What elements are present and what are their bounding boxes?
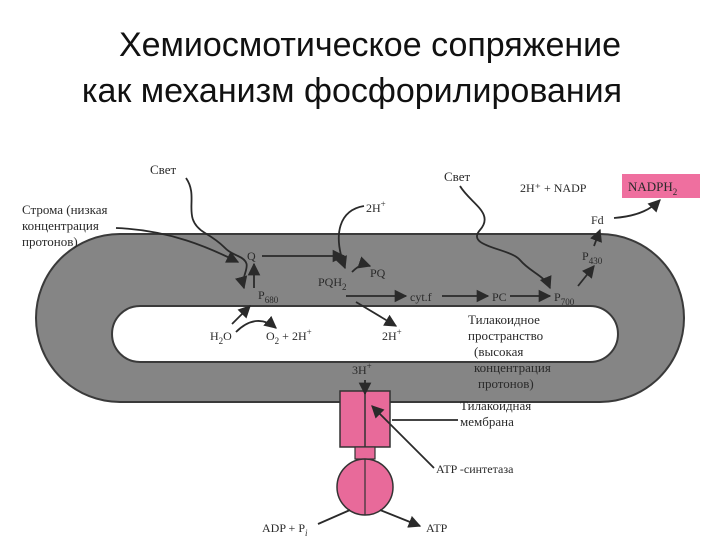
title-line-1: Хемиосмотическое сопряжение bbox=[118, 26, 622, 64]
h-lumen-label: 2H+ bbox=[382, 327, 402, 343]
pqh2-label: PQH2 bbox=[318, 275, 347, 292]
h-uptake-arrow bbox=[335, 205, 365, 270]
title-line-2: как механизм фосфорилирования bbox=[81, 72, 623, 110]
h2o-label: H2O bbox=[210, 329, 232, 346]
p680-label: P680 bbox=[258, 288, 279, 305]
cytf-label: cyt.f bbox=[410, 290, 432, 304]
fd-to-nadph2-arrow bbox=[613, 199, 661, 219]
p430-label: P430 bbox=[582, 249, 603, 266]
membrane-label-2: мембрана bbox=[460, 414, 514, 429]
proton-release-arrow bbox=[355, 301, 398, 327]
light-left-label: Свет bbox=[150, 162, 177, 177]
thylakoid-membrane bbox=[35, 233, 685, 403]
adp-input-line bbox=[317, 509, 351, 525]
h3-label: 3H+ bbox=[352, 361, 372, 377]
thylakoid-diagram: Свет Свет Строма (низкая концентрация пр… bbox=[14, 142, 714, 540]
membrane-label-1: Тилакоидная bbox=[460, 398, 531, 413]
stroma-pointer-arrow bbox=[115, 227, 240, 263]
atp-synthase-pointer-arrow bbox=[371, 405, 435, 469]
pc-label: PC bbox=[492, 290, 507, 304]
h-top-label: 2H+ bbox=[366, 199, 386, 215]
lumen-label-1: Тилакоидное bbox=[468, 312, 540, 327]
stroma-label-1: Строма (низкая bbox=[22, 202, 108, 217]
p700-label: P700 bbox=[554, 290, 575, 307]
stroma-label-3: протонов) bbox=[22, 234, 78, 249]
nadp-label: 2H⁺ + NADP bbox=[520, 181, 587, 195]
lumen-label-2: пространство bbox=[468, 328, 543, 343]
stroma-label-2: концентрация bbox=[22, 218, 99, 233]
atp-output-arrow bbox=[379, 509, 422, 528]
light-right-label: Свет bbox=[444, 169, 471, 184]
atp-synthase-stalk bbox=[354, 446, 376, 460]
adp-label: ADP + Pi bbox=[262, 521, 308, 538]
pqh2-to-pq-arrow bbox=[351, 256, 372, 273]
lumen-label-3: (высокая bbox=[474, 344, 523, 359]
atp-label: ATP bbox=[426, 521, 448, 535]
o2-label: O2 + 2H+ bbox=[266, 327, 312, 346]
atp-synthase-label: ATP -синтетаза bbox=[436, 462, 514, 476]
p700-to-p430-arrow bbox=[577, 265, 595, 287]
lumen-label-4: концентрация bbox=[474, 360, 551, 375]
nadph2-label: NADPH2 bbox=[628, 179, 677, 197]
nadph2-highlight bbox=[622, 174, 700, 198]
q-label: Q bbox=[247, 249, 256, 263]
light-left-arrow bbox=[185, 177, 248, 290]
lumen-label-5: протонов) bbox=[478, 376, 534, 391]
light-right-arrow bbox=[459, 185, 552, 290]
water-splitting-arrow bbox=[235, 315, 277, 333]
p430-to-fd-arrow bbox=[590, 228, 602, 247]
electron-to-p680-arrow bbox=[231, 305, 251, 325]
fd-label: Fd bbox=[591, 213, 604, 227]
pq-label: PQ bbox=[370, 266, 386, 280]
